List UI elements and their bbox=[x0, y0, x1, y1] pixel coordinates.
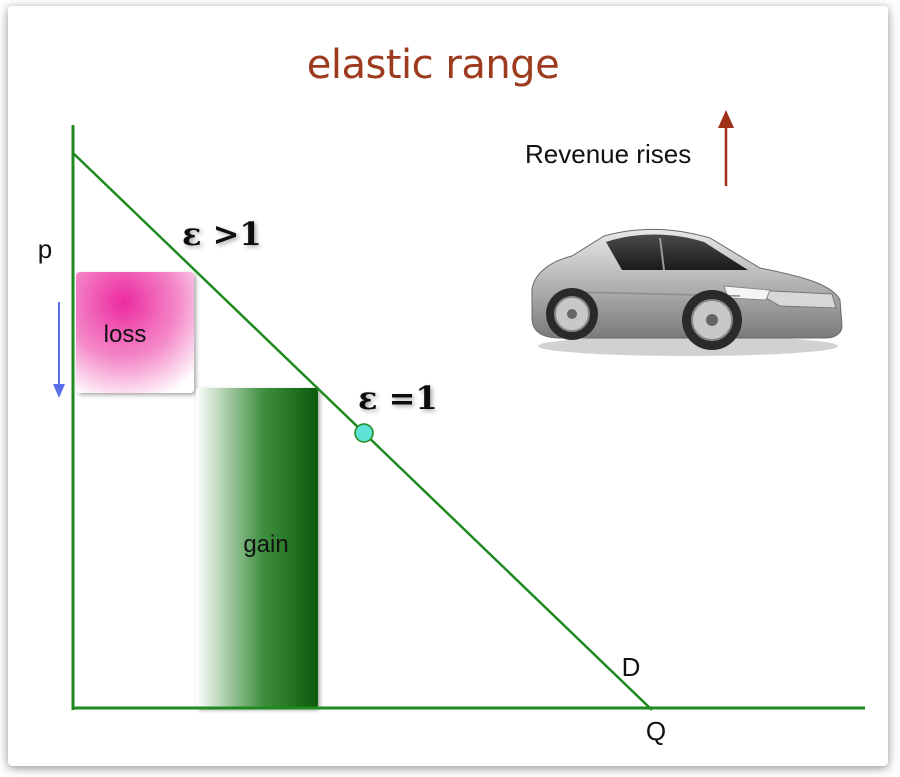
diagram-title: elastic range bbox=[307, 42, 559, 88]
gain-label: gain bbox=[243, 531, 288, 558]
revenue-label: Revenue rises bbox=[525, 139, 691, 169]
demand-curve-label: D bbox=[622, 652, 641, 682]
gain-region bbox=[196, 388, 318, 708]
loss-label: loss bbox=[104, 321, 147, 348]
elastic-label: ε >1 bbox=[182, 215, 262, 253]
loss-region bbox=[76, 272, 194, 393]
arrow-up-icon bbox=[718, 110, 734, 186]
x-axis-label: Q bbox=[646, 716, 666, 746]
car-image bbox=[531, 228, 843, 356]
unit-elastic-label: ε =1 bbox=[358, 379, 438, 417]
arrow-down-icon bbox=[53, 302, 65, 398]
unit-elastic-point bbox=[354, 423, 374, 443]
y-axis-label: p bbox=[38, 234, 52, 264]
